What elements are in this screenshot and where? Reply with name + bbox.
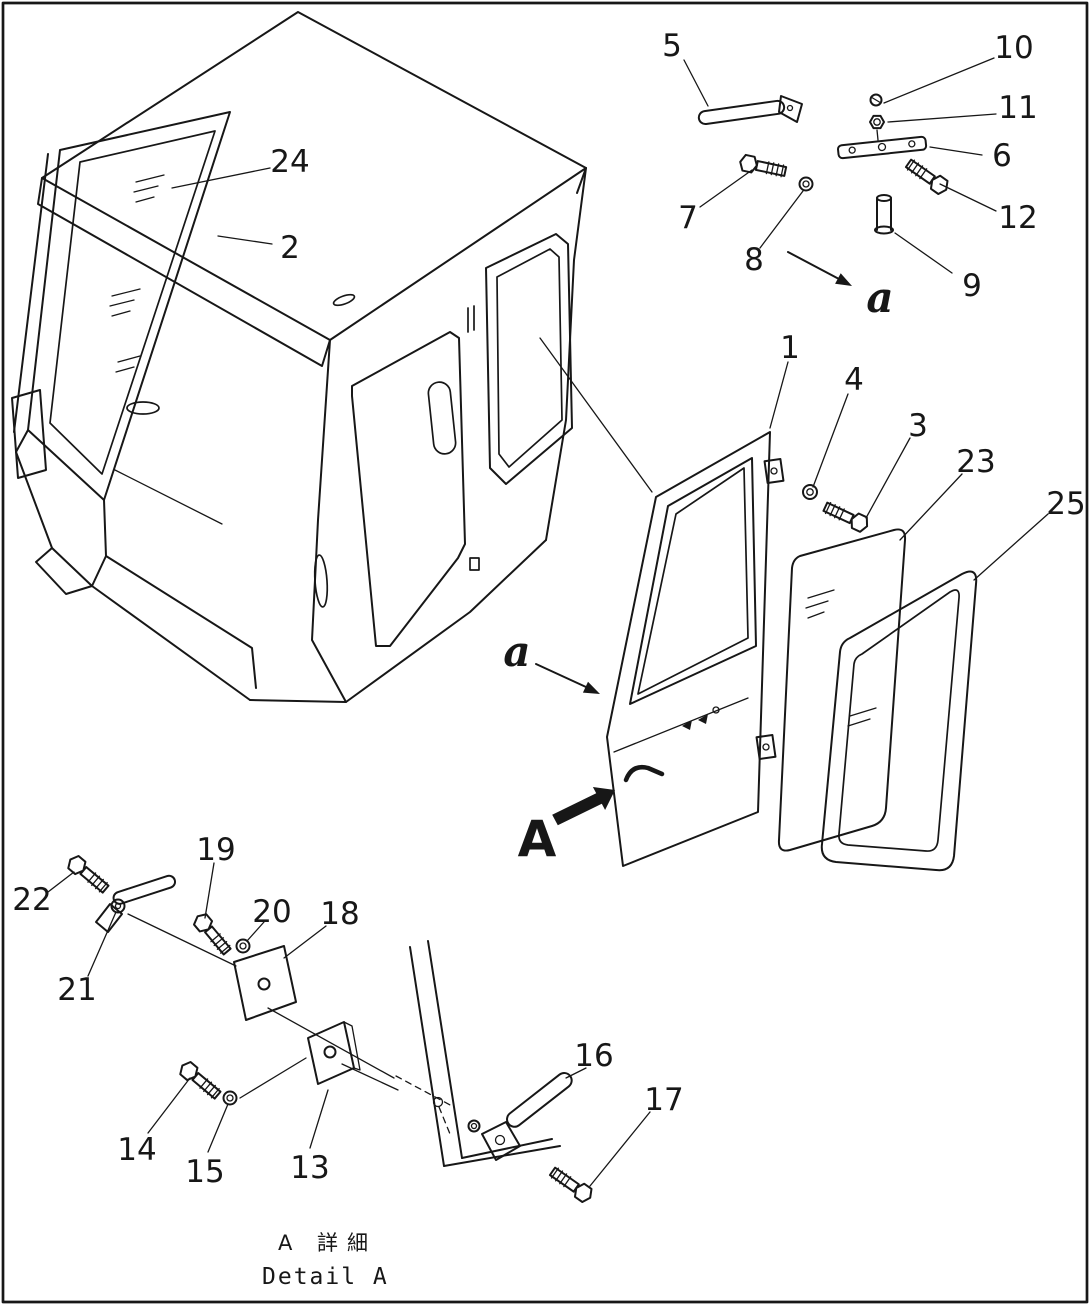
latch-striker: [469, 557, 480, 571]
leader-lines: [47, 57, 1049, 1187]
front-windshield: [27, 111, 231, 501]
part-label-9: 9: [962, 268, 982, 304]
part-label-6: 6: [992, 138, 1012, 174]
cab-drawing: [11, 11, 653, 703]
latch-hardware-detail: [697, 93, 952, 286]
washer-20: [235, 938, 251, 954]
part-label-10: 10: [994, 30, 1033, 66]
bolt-17: [546, 1163, 596, 1206]
washer-15: [222, 1090, 238, 1106]
door-panel: [606, 431, 785, 867]
part-label-20: 20: [252, 894, 291, 930]
lock-lever: [112, 874, 177, 905]
part-label-1: 1: [780, 330, 800, 366]
part-label-24: 24: [270, 144, 309, 180]
bolt-14: [176, 1058, 224, 1103]
part-label-3: 3: [908, 408, 928, 444]
pin-9: [874, 194, 894, 235]
part-label-4: 4: [844, 362, 864, 398]
side-window: [485, 233, 573, 485]
lock-hardware-detail: [64, 852, 596, 1206]
part-label-13: 13: [290, 1150, 329, 1186]
pillar-slot: [313, 554, 329, 608]
caption-detail-en: Detail A: [262, 1264, 389, 1290]
part-label-15: 15: [185, 1154, 224, 1190]
part-label-12: 12: [998, 200, 1037, 236]
washer-4: [802, 484, 818, 500]
hinge-tab-lower: [755, 733, 777, 761]
door-window-glass: [777, 528, 907, 852]
part-label-2: 2: [280, 230, 300, 266]
washer-8: [798, 176, 814, 192]
caption-detail-ja: A 詳細: [278, 1231, 377, 1255]
section-marker-a-upper: a: [866, 273, 893, 322]
part-label-25: 25: [1046, 486, 1085, 522]
latch-bracket-13: [307, 1021, 361, 1085]
door-opening: [351, 331, 466, 647]
arrow-a-mid: [582, 681, 600, 694]
arrow-detail-A: [552, 787, 615, 826]
part-label-23: 23: [956, 444, 995, 480]
door-handle: [623, 765, 665, 783]
nut-11: [869, 114, 885, 130]
part-label-5: 5: [662, 28, 682, 64]
roof-slot: [332, 293, 356, 307]
screw-12: [902, 155, 952, 198]
arrow-a-upper: [835, 273, 852, 286]
part-label-7: 7: [678, 200, 698, 236]
part-label-21: 21: [57, 972, 96, 1008]
grab-handle: [427, 381, 457, 455]
part-label-16: 16: [574, 1038, 613, 1074]
part-label-18: 18: [320, 896, 359, 932]
part-label-11: 11: [998, 90, 1037, 126]
screw-10: [869, 93, 883, 107]
bolt-22: [64, 852, 112, 897]
wiper-mount: [126, 401, 160, 415]
part-labels: 24 2 5 10 11 6 7 8 12 9 1 4 3 23 25 22 1…: [12, 28, 1085, 1190]
release-lever: [697, 99, 786, 126]
detail-marker-A: A: [518, 810, 557, 868]
latch-bracket: [837, 135, 928, 160]
bolt-7: [737, 153, 788, 181]
part-label-14: 14: [117, 1132, 156, 1168]
bolt-19: [190, 910, 235, 958]
section-marker-a-mid: a: [503, 627, 530, 676]
part-label-17: 17: [644, 1082, 683, 1118]
part-label-19: 19: [196, 832, 235, 868]
door-pillar-partial: [395, 940, 561, 1167]
hinge-tab-upper: [763, 457, 785, 485]
part-label-22: 22: [12, 882, 51, 918]
part-label-8: 8: [744, 242, 764, 278]
window-frame-seal: [820, 570, 978, 872]
striker-plate-18: [233, 945, 297, 1021]
bolt-3: [820, 498, 872, 535]
